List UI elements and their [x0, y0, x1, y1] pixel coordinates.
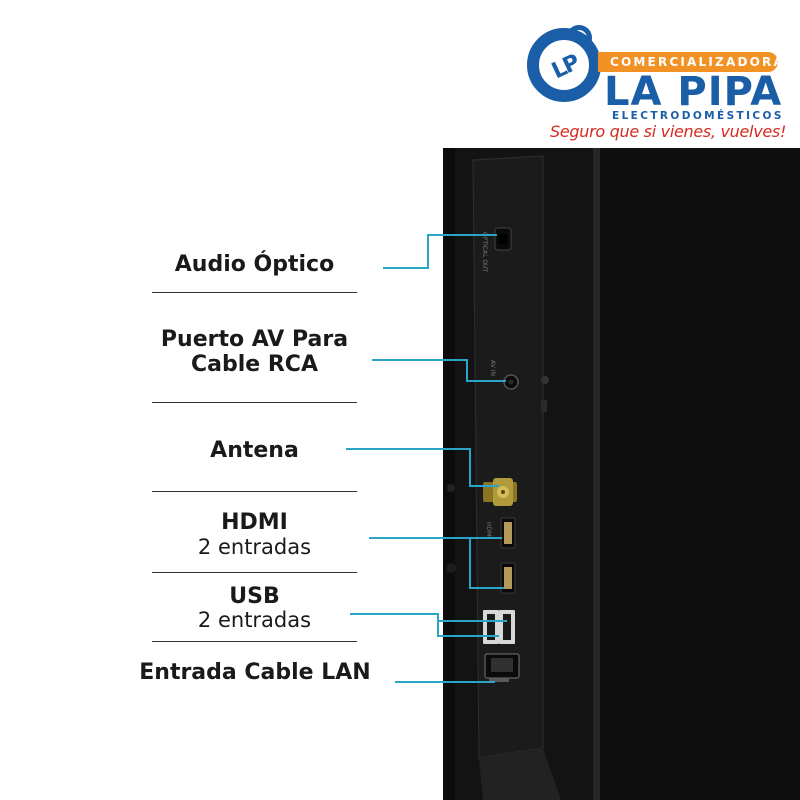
connector-line-av	[466, 359, 468, 381]
connector-line-antena	[469, 448, 471, 486]
connector-line-av	[372, 359, 467, 361]
tv-side-panel-photo: OPTICAL OUT AV IN HDMI	[443, 148, 800, 800]
connector-line-optical	[383, 267, 427, 269]
divider	[152, 402, 357, 403]
divider	[152, 641, 357, 642]
connector-line-antena	[346, 448, 470, 450]
divider	[152, 491, 357, 492]
connector-line-av	[466, 380, 506, 382]
label-hdmi-sub: 2 entradas	[197, 535, 312, 559]
label-usb: USB	[229, 584, 280, 609]
label-usb-sub: 2 entradas	[197, 608, 312, 632]
optical-marking: OPTICAL OUT	[481, 232, 488, 272]
tv-panel-illustration: OPTICAL OUT AV IN HDMI	[443, 148, 800, 800]
av-marking: AV IN	[489, 360, 496, 376]
connector-line-usb	[350, 613, 438, 615]
divider	[152, 292, 357, 293]
connector-line-hdmi	[469, 587, 504, 589]
connector-line-usb	[437, 620, 507, 622]
logo-orange-bar	[598, 52, 778, 72]
label-hdmi: HDMI	[221, 510, 288, 535]
logo-slogan: Seguro que si vienes, vuelves!	[550, 122, 787, 141]
connector-line-usb	[437, 635, 499, 637]
logo-company-label: COMERCIALIZADORA	[610, 55, 785, 69]
connector-line-optical	[427, 234, 429, 269]
logo-brand-name: LA PIPA	[604, 69, 783, 115]
hdmi-marking: HDMI	[485, 522, 492, 538]
label-puerto-av: Puerto AV Para	[160, 327, 349, 352]
logo-subtitle: ELECTRODOMÉSTICOS	[612, 110, 784, 122]
divider	[152, 572, 357, 573]
label-entrada-lan: Entrada Cable LAN	[139, 660, 371, 685]
connector-line-antena	[469, 485, 499, 487]
connector-line-usb	[437, 613, 439, 636]
connector-line-optical	[427, 234, 497, 236]
label-antena: Antena	[210, 438, 299, 463]
label-audio-optico: Audio Óptico	[174, 252, 335, 277]
connector-line-hdmi	[369, 537, 502, 539]
connector-line-hdmi	[469, 537, 471, 588]
label-puerto-av-line2: Cable RCA	[191, 352, 318, 377]
connector-line-lan	[395, 681, 495, 683]
